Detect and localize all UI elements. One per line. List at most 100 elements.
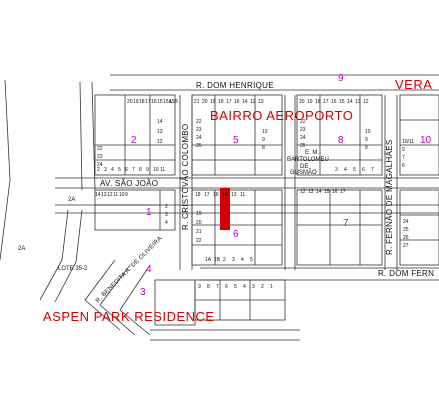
lot-number: 4 <box>344 167 347 173</box>
lote-label: LOTE 35-2 <box>58 266 88 272</box>
lot-number: 22 <box>97 146 103 152</box>
block-number-5: 5 <box>233 135 239 146</box>
lot-number: 18 <box>218 99 224 105</box>
lot-number: 16 <box>332 189 338 195</box>
lot-number: 6 <box>362 167 365 173</box>
highlighted-lot[interactable] <box>220 188 230 230</box>
lot-number: 7 <box>216 284 219 290</box>
lot-number: 14 <box>316 189 322 195</box>
lot-number: 24 <box>403 219 409 225</box>
lot-number: 6 <box>225 284 228 290</box>
lot-number: 15 <box>157 99 163 105</box>
lot-number: 16 <box>151 99 157 105</box>
lot-number: 1A <box>205 257 212 263</box>
lot-number: 14 <box>95 192 101 198</box>
vera-title: VERA <box>395 77 433 92</box>
lot-number: 14 <box>347 99 353 105</box>
lot-number: 21 <box>194 99 200 105</box>
lot-number: 5 <box>250 257 253 263</box>
lot-number: 21 <box>196 229 202 235</box>
lot-number: 13 <box>355 99 361 105</box>
lot-number: 1A <box>222 192 229 198</box>
lot-number: 9 <box>402 147 405 153</box>
lot-number: 3 <box>104 167 107 173</box>
lot-number: 22 <box>196 238 202 244</box>
lot-number: 19 <box>307 99 313 105</box>
lot-number: 6 <box>402 163 405 169</box>
lot-number: 24 <box>196 135 202 141</box>
block-number-3: 3 <box>140 287 146 298</box>
block-number-10: 10 <box>420 135 432 146</box>
lot-number: 3 <box>165 212 168 218</box>
lot-number: 17 <box>340 189 346 195</box>
lot-number: 20 <box>299 99 305 105</box>
lot-number: 10 <box>365 129 371 135</box>
lot-2a-1: 2A <box>68 197 76 203</box>
lot-number: 23 <box>97 154 103 160</box>
lot-number: 13 <box>157 129 163 135</box>
lot-number: 19 <box>196 211 202 217</box>
lot-number: 2 <box>261 284 264 290</box>
lot-number: 24 <box>300 135 306 141</box>
block-number-7: 7 <box>343 218 349 229</box>
lot-number: 8 <box>262 145 265 151</box>
street-fernao-magalhaes: R. FERNÃO DE MAGALHÃES <box>385 139 394 255</box>
lot-number: 7 <box>402 155 405 161</box>
lot-number: 13 <box>258 99 264 105</box>
lot-number: 14 <box>242 99 248 105</box>
street-cristovao-colombo: R. CRISTÓVÃO COLOMBO <box>181 123 190 230</box>
lot-number: 13 <box>308 189 314 195</box>
lot-number: 18 <box>139 99 145 105</box>
lot-number: 19 <box>133 99 139 105</box>
lot-number: 25 <box>196 143 202 149</box>
lot-number: 19 <box>210 99 216 105</box>
lot-number: 16 <box>213 192 219 198</box>
lot-number: 2 <box>165 204 168 210</box>
lot-number: 17 <box>204 192 210 198</box>
lot-number: 1B <box>214 257 221 263</box>
block-number-4: 4 <box>146 264 152 275</box>
lot-number: 15 <box>339 99 345 105</box>
lot-number: 17 <box>145 99 151 105</box>
block-number-6: 6 <box>233 229 239 240</box>
lot-number: 4 <box>165 220 168 226</box>
lot-number: 27 <box>403 243 409 249</box>
lot-number: 14 <box>157 119 163 125</box>
lot-number: 5 <box>353 167 356 173</box>
lot-number: 20 <box>196 220 202 226</box>
lot-number: 25 <box>300 143 306 149</box>
lot-number: 7 <box>132 167 135 173</box>
lot-number: 22 <box>196 119 202 125</box>
lot-number: 20 <box>127 99 133 105</box>
residence-title: ASPEN PARK RESIDENCE <box>43 309 215 324</box>
lot-number: 15 <box>324 189 330 195</box>
lot-number: 11 <box>160 167 166 173</box>
block-number-9: 9 <box>338 73 344 84</box>
lot-number: 8 <box>365 145 368 151</box>
lot-number: 5 <box>234 284 237 290</box>
lot-number: 23 <box>196 127 202 133</box>
lot-number: 3 <box>232 257 235 263</box>
lot-number: 3 <box>252 284 255 290</box>
lot-number: 24 <box>97 162 103 168</box>
lot-number: 18 <box>195 192 201 198</box>
lot-number: 4 <box>111 167 114 173</box>
lot-number: 12 <box>300 189 306 195</box>
lot-number: 2 <box>97 167 100 173</box>
lot-number: 10/11 <box>402 139 415 145</box>
lot-number: 13 <box>101 192 107 198</box>
lot-number: 11 <box>113 192 119 198</box>
lot-number: 9 <box>198 284 201 290</box>
lot-number: 26 <box>403 235 409 241</box>
lot-number: 2 <box>223 257 226 263</box>
block-number-2: 2 <box>131 135 137 146</box>
lot-number: 11 <box>240 192 246 198</box>
lot-2a-2: 2A <box>18 246 26 252</box>
block-number-8: 8 <box>338 135 344 146</box>
lot-number: 15B <box>169 99 178 105</box>
lot-number: 5 <box>118 167 121 173</box>
lot-number: 9 <box>365 137 368 143</box>
lot-number: 12 <box>157 139 163 145</box>
lot-number: 9 <box>146 167 149 173</box>
street-sao-joao: AV. SÃO JOÃO <box>100 179 159 188</box>
